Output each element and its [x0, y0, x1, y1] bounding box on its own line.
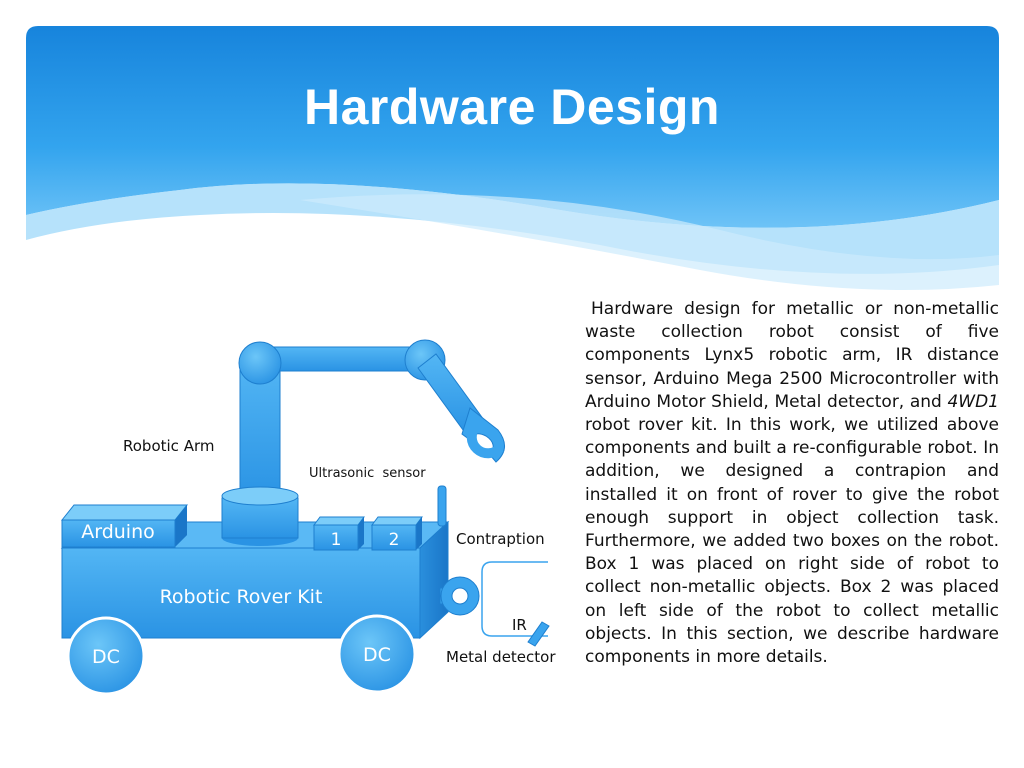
ultrasonic-sensor — [437, 485, 447, 527]
description-paragraph: Hardware design for metallic or non-meta… — [585, 298, 999, 669]
box-2-label: 2 — [389, 530, 400, 550]
wheel-right-label: DC — [363, 644, 391, 666]
box-1-label: 1 — [331, 530, 342, 550]
arduino-box — [60, 504, 189, 548]
arm-horizontal-segment — [261, 346, 429, 372]
contraption — [439, 561, 548, 637]
metal-detector — [527, 621, 550, 647]
wheel-right — [337, 614, 417, 694]
robotic-arm-label: Robotic Arm — [123, 437, 214, 455]
box-1 — [313, 516, 365, 551]
arm-base — [221, 486, 299, 546]
contraption-label: Contraption — [456, 530, 545, 548]
metal-detector-label: Metal detector — [446, 648, 556, 666]
header-background — [26, 26, 999, 228]
wheel-left-label: DC — [92, 646, 120, 668]
description-italic-model: 4WD1 — [947, 391, 999, 412]
rover-kit-label: Robotic Rover Kit — [160, 586, 323, 608]
ir-label: IR — [512, 616, 527, 634]
header-wave-faint — [300, 194, 999, 290]
description-text-part2: robot rover kit. In this work, we utiliz… — [585, 415, 999, 668]
header-banner — [26, 26, 999, 290]
contraption-bracket — [481, 561, 548, 637]
box-2 — [371, 516, 423, 551]
slide-title: Hardware Design — [304, 79, 720, 135]
robotic-arm — [238, 339, 505, 501]
arm-shoulder-joint — [238, 341, 282, 385]
arm-gripper-hook — [466, 422, 504, 459]
arduino-label: Arduino — [81, 521, 155, 543]
ultrasonic-sensor-label: Ultrasonic sensor — [309, 466, 426, 481]
arm-base-top — [221, 486, 299, 506]
wheel-left — [66, 616, 146, 696]
description-text-part1: Hardware design for metallic or non-meta… — [585, 299, 999, 412]
